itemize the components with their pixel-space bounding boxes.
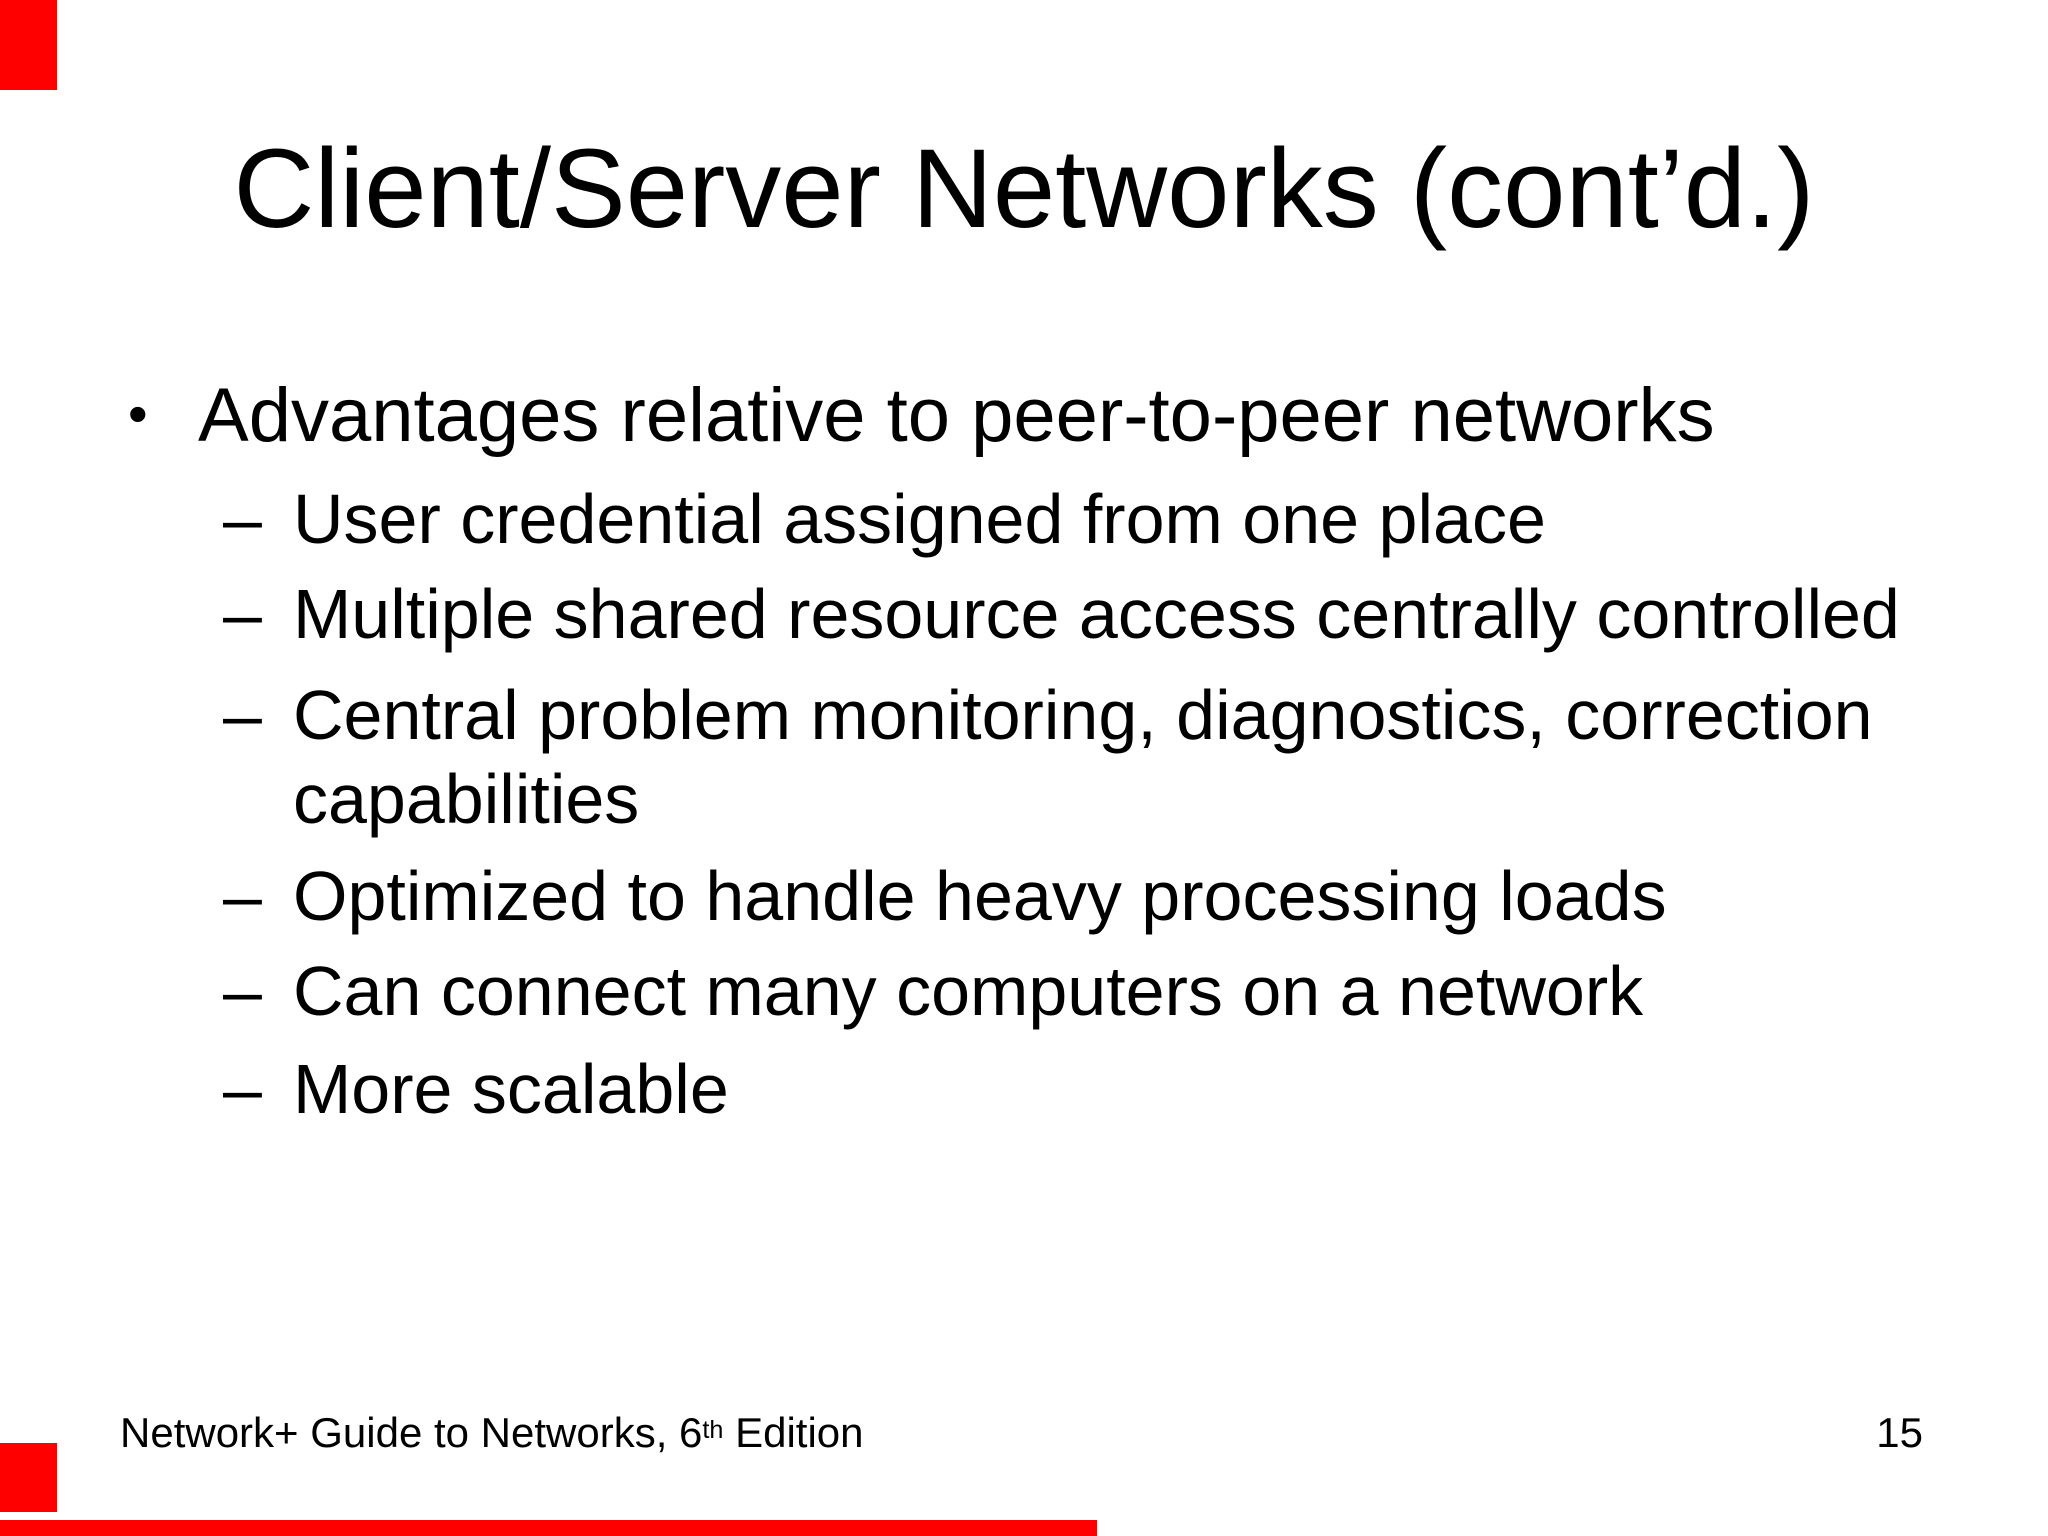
bullet-level2-text: Can connect many computers on a network (293, 952, 1644, 1030)
bullet-level2-text: Central problem monitoring, diagnostics,… (293, 676, 1873, 754)
dash-marker: – (223, 1050, 262, 1128)
bullet-level2-text: capabilities (293, 760, 640, 838)
bullet-level2-text: User credential assigned from one place (293, 480, 1546, 558)
bullet-level2-line: –Can connect many computers on a network (223, 956, 1643, 1026)
bullet-level2-line: –More scalable (223, 1054, 729, 1124)
bullet-level2-text: Multiple shared resource access centrall… (293, 575, 1900, 653)
bullet-level2-line: –User credential assigned from one place (223, 484, 1546, 554)
slide-title: Client/Server Networks (cont’d.) (233, 126, 1815, 251)
footer-text-suffix: Edition (723, 1409, 864, 1456)
bullet-dot-marker: • (128, 382, 148, 445)
bullet-level2-line: –Central problem monitoring, diagnostics… (223, 680, 1873, 750)
dash-marker: – (223, 480, 262, 558)
dash-marker: – (223, 952, 262, 1030)
dash-marker: – (223, 676, 262, 754)
bullet-level1-text: Advantages relative to peer-to-peer netw… (198, 373, 1715, 458)
footer-text-prefix: Network+ Guide to Networks, 6 (120, 1409, 703, 1456)
bullet-level1: •Advantages relative to peer-to-peer net… (128, 378, 1715, 454)
page-number: 15 (1876, 1409, 1923, 1456)
bullet-level2-text: More scalable (293, 1050, 729, 1128)
bullet-level2-line: –Multiple shared resource access central… (223, 579, 1900, 649)
bullet-level2-wrap-line: capabilities (223, 764, 639, 834)
red-annotation-bottom-strip (0, 1520, 1097, 1536)
dash-marker: – (223, 575, 262, 653)
red-annotation-bottom-left (0, 1443, 57, 1512)
bullet-level2-line: –Optimized to handle heavy processing lo… (223, 861, 1667, 931)
footer-book-title: Network+ Guide to Networks, 6th Edition (120, 1412, 864, 1454)
footer-superscript: th (702, 1416, 724, 1445)
dash-marker: – (223, 857, 262, 935)
red-annotation-top-left (0, 0, 57, 90)
bullet-level2-text: Optimized to handle heavy processing loa… (293, 857, 1667, 935)
